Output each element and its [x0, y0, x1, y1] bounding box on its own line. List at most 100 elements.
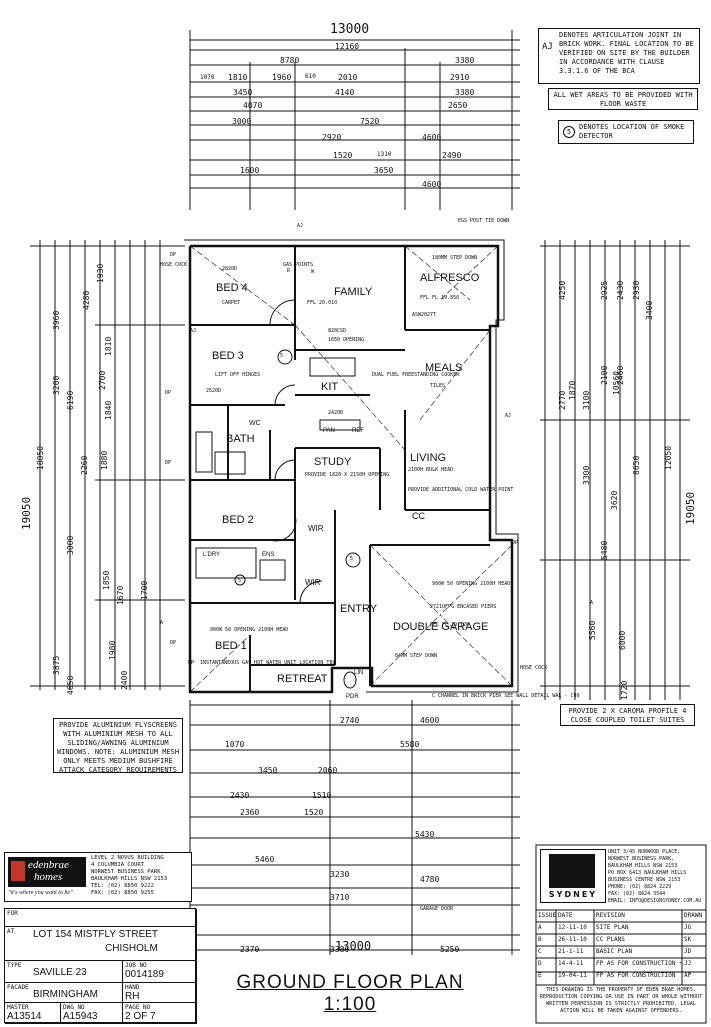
annotation-label: 2820D: [222, 266, 238, 272]
dimension-label: 4140: [335, 88, 355, 97]
drafter-address: UNIT 3/45 NORWOOD PLACE,NORWEST BUSINESS…: [608, 849, 704, 905]
page-number: 2 OF 7: [125, 1011, 156, 1022]
dimension-label: 8780: [280, 56, 300, 65]
annotation-label: DP: [165, 460, 172, 466]
dimension-label: 2770: [558, 390, 567, 410]
plan-title: GROUND FLOOR PLAN 1:100: [236, 972, 464, 1015]
revision-grid: [536, 910, 706, 985]
dimension-label: 7520: [360, 117, 380, 126]
address-line: PO BOX 6413 BAULKHAM HILLS: [608, 870, 687, 876]
annotation-label: TILES: [430, 383, 446, 389]
dimension-label: 2925: [600, 280, 609, 300]
dimension-label: 2010: [338, 73, 358, 82]
dimension-label: 3000: [66, 535, 75, 555]
dimension-label: 5480: [600, 540, 609, 560]
copyright-note: THIS DRAWING IS THE PROPERTY OF EDEN BRA…: [539, 987, 703, 1014]
room-label: BED 4: [216, 282, 248, 294]
dimension-label: 4780: [420, 875, 440, 884]
flyscreens-note: PROVIDE ALUMINIUM FLYSCREENS WITH ALUMIN…: [53, 718, 183, 774]
dimension-label: 1520: [304, 808, 324, 817]
dimension-label: 3380: [455, 56, 475, 65]
annotation-label: 5: [350, 556, 354, 562]
annotation-label: 900W 50 OPENING 2100H HEAD: [210, 627, 289, 633]
drafter-logo-text: SYDNEY: [548, 890, 598, 899]
annotation-label: FFL FL 19.850: [420, 295, 460, 301]
builder-name-top: edenbrae: [28, 859, 69, 871]
address-line: EMAIL: INFO@DESIGNSYDNEY.COM.AU: [608, 898, 702, 904]
toilet-suites-note: PROVIDE 2 X CAROMA PROFILE 4 CLOSE COUPL…: [560, 704, 695, 726]
dimension-label: 1870: [568, 380, 577, 400]
revision-cell: JJ: [684, 960, 692, 967]
dimension-label: 1070: [200, 74, 215, 81]
annotation-label: PROVIDE 1820 X 2150H OPENING: [305, 472, 390, 478]
annotation-label: 1650 OPENING: [328, 337, 365, 343]
annotation-label: DP: [165, 390, 172, 396]
room-label: KIT: [321, 381, 339, 393]
address-line: BAULKHAM HILLS NSW 2153: [608, 863, 678, 869]
dimension-label: 4070: [243, 101, 263, 110]
dimension-label: 1880: [100, 450, 109, 470]
dimension-label: 3875: [52, 655, 61, 675]
dimension-label: 2650: [448, 101, 468, 110]
dimension-label: 4600: [420, 716, 440, 725]
revision-cell: 19-04-11: [558, 972, 587, 979]
annotation-label: R: [287, 268, 291, 274]
room-label: WIR: [308, 524, 324, 533]
dimension-label: 1720: [620, 680, 629, 700]
annotation-label: CARPET: [222, 300, 241, 306]
annotation-label: FFL FL 19.120: [430, 622, 470, 628]
dimension-label: 3380: [330, 945, 350, 954]
builder-logo: edenbrae homes: [8, 857, 86, 887]
dimension-label: 1980: [108, 640, 117, 660]
dimension-label: 5580: [400, 740, 420, 749]
smoke-detector-marker: 5: [563, 126, 575, 138]
annotation-label: C CHANNEL IN BRICK PIER SEE WALL DETAIL …: [432, 693, 580, 699]
dimension-label: 1310: [377, 151, 392, 158]
room-label: WC: [249, 420, 261, 427]
room-label: L'DRY: [203, 552, 221, 558]
revision-header-cell: DRAWN: [684, 912, 703, 919]
annotation-label: 84MM STEP DOWN: [395, 653, 438, 659]
dimension-label: 2740: [340, 716, 360, 725]
room-label: ENS: [262, 552, 275, 558]
annotation-label: 5: [280, 353, 284, 359]
annotation-label: 180MM STEP DOWN: [432, 255, 478, 261]
lot-address: LOT 154 MISTFLY STREET: [33, 929, 159, 940]
annotation-label: AJ: [190, 328, 197, 334]
revision-header-cell: DATE: [558, 912, 573, 919]
dimension-label: 1810: [104, 336, 113, 356]
annotation-label: DP: [170, 252, 177, 258]
room-label: BATH: [226, 433, 255, 445]
annotation-label: HOSE COCK: [160, 262, 188, 268]
builder-block: edenbrae homes "it's where you want to b…: [4, 852, 192, 902]
type-value: SAVILLE 23: [33, 967, 87, 978]
dimension-label: 3100: [582, 390, 591, 410]
annotation-label: GAS POINTS: [283, 262, 314, 268]
dimension-label: 2700: [98, 370, 107, 390]
room-label: DOUBLE GARAGE: [393, 621, 489, 633]
revision-cell: D: [538, 960, 542, 967]
wet-areas-note: ALL WET AREAS TO BE PROVIDED WITH FLOOR …: [548, 88, 698, 110]
drafter-logo-icon: [549, 854, 595, 888]
revision-cell: B: [538, 936, 542, 943]
revision-cell: FP AS FOR CONSTRUCTION: [596, 972, 676, 979]
dimension-label: 2930: [632, 280, 641, 300]
room-label: BED 3: [212, 350, 244, 362]
dimension-label: 5430: [415, 830, 435, 839]
dimension-label: 4600: [422, 180, 442, 189]
dimension-label: 3450: [233, 88, 253, 97]
revision-cell: A: [538, 924, 542, 931]
annotation-label: 2420D: [328, 410, 344, 416]
dimension-label: 3000: [232, 117, 252, 126]
dimension-label: 1670: [116, 585, 125, 605]
master-value: A13514: [7, 1011, 42, 1022]
address-line: UNIT 3/45 NORWOOD PLACE,: [608, 849, 681, 855]
annotation-label: EGS POST TIE DOWN: [458, 218, 510, 224]
dimension-label: 2490: [442, 151, 462, 160]
room-label: LIN: [354, 670, 364, 676]
revision-cell: 12-11-10: [558, 924, 587, 931]
dimension-label: 3960: [52, 310, 61, 330]
